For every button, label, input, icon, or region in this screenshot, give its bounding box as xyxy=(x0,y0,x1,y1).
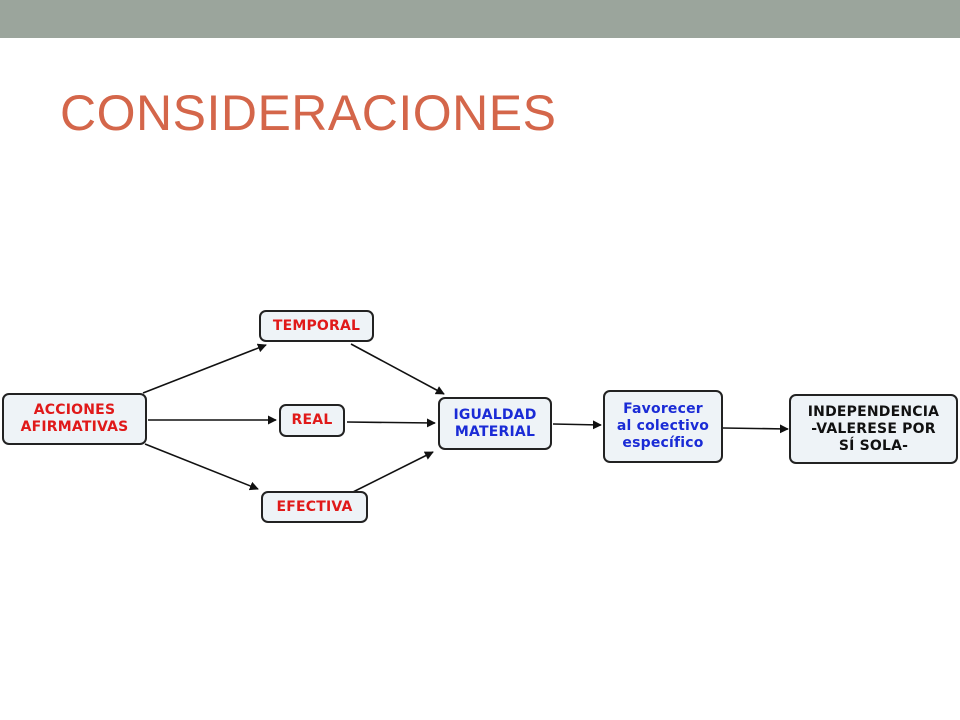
node-independencia-line-2: -VALERESE POR xyxy=(811,420,936,437)
node-independencia-line-3: SÍ SOLA- xyxy=(838,437,909,454)
node-acciones-afirmativas: ACCIONES AFIRMATIVAS xyxy=(2,393,147,445)
node-favorecer-line-2: al colectivo xyxy=(616,418,710,434)
node-independencia: INDEPENDENCIA -VALERESE POR SÍ SOLA- xyxy=(789,394,958,464)
node-favorecer-line-3: específico xyxy=(622,435,704,451)
arrow-temporal-igualdad xyxy=(350,343,445,395)
arrow-igualdad-favorecer xyxy=(552,420,602,430)
node-real-label: REAL xyxy=(291,412,333,428)
arrow-real-igualdad xyxy=(346,418,436,428)
node-favorecer-line-1: Favorecer xyxy=(623,401,703,417)
node-real: REAL xyxy=(279,404,345,437)
node-efectiva: EFECTIVA xyxy=(261,491,368,523)
arrow-acciones-efectiva xyxy=(144,443,259,491)
arrow-efectiva-igualdad xyxy=(350,451,434,494)
node-temporal-label: TEMPORAL xyxy=(272,317,361,334)
arrow-favorecer-independencia xyxy=(722,424,789,434)
node-favorecer: Favorecer al colectivo específico xyxy=(603,390,723,463)
node-independencia-line-1: INDEPENDENCIA xyxy=(807,403,940,420)
node-igualdad-line-1: IGUALDAD xyxy=(453,406,537,423)
node-acciones-line-2: AFIRMATIVAS xyxy=(20,419,129,435)
top-bar xyxy=(0,0,960,38)
slide-title: CONSIDERACIONES xyxy=(60,85,557,141)
node-igualdad-material: IGUALDAD MATERIAL xyxy=(438,397,552,450)
node-igualdad-line-2: MATERIAL xyxy=(454,423,536,440)
node-efectiva-label: EFECTIVA xyxy=(276,498,353,515)
node-temporal: TEMPORAL xyxy=(259,310,374,342)
arrow-acciones-temporal xyxy=(142,343,267,394)
node-acciones-line-1: ACCIONES xyxy=(33,402,116,418)
